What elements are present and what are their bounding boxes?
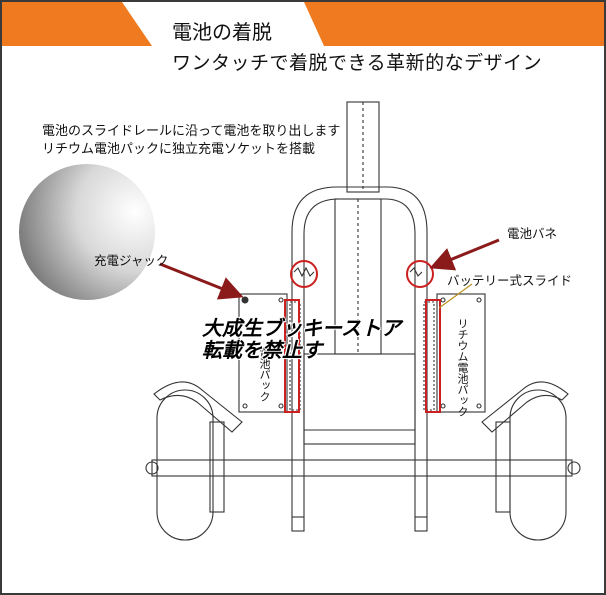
- charging-jack-label: 充電ジャック: [94, 253, 169, 268]
- right-fender: [481, 381, 569, 433]
- left-battery-pack: [238, 293, 288, 413]
- charging-jack-arrow: [159, 262, 244, 300]
- spring-highlight-right: [406, 260, 434, 288]
- page-subtitle: ワンタッチで着脱できる革新的なデザイン: [172, 52, 543, 74]
- platform: [303, 353, 416, 445]
- charging-jack-socket: [241, 296, 249, 304]
- handle-frame: [291, 186, 428, 482]
- battery-slide-label: バッテリー式スライド: [447, 273, 573, 288]
- right-battery-pack: [436, 293, 486, 413]
- grey-sphere-decoration: [19, 164, 155, 300]
- page-title: 電池の着脱: [172, 20, 272, 44]
- description-line-2: リチウム電池パックに独立充電ソケットを搭載: [42, 142, 316, 157]
- right-wheel: [509, 389, 567, 541]
- battery-slide-leader: [438, 283, 473, 309]
- orange-banner-right: [304, 2, 604, 46]
- battery-spring-label: 電池バネ: [507, 226, 558, 241]
- left-fender: [153, 381, 243, 433]
- description-line-1: 電池のスライドレールに沿って電池を取り出します: [42, 124, 341, 139]
- right-battery-label: リチウム電池パック: [456, 318, 469, 417]
- spring-highlight-left: [290, 260, 318, 288]
- watermark-line-2: 転載を禁止す: [201, 337, 322, 362]
- left-wheel: [156, 389, 214, 541]
- slide-highlight-right: [425, 299, 441, 413]
- watermark-line-1: 大成生ブッキーストア: [201, 315, 401, 340]
- battery-spring-arrow: [429, 238, 500, 271]
- axle: [151, 459, 573, 477]
- slide-highlight-left: [284, 299, 300, 413]
- left-battery-label: 電池パック: [258, 347, 271, 402]
